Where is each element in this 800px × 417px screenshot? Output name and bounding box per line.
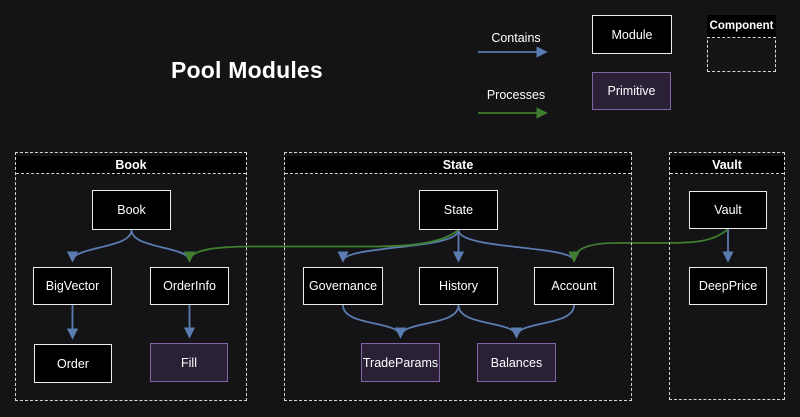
node-balances: Balances: [477, 343, 556, 382]
container-vault: Vault: [669, 152, 785, 400]
container-vault-header: Vault: [670, 156, 784, 174]
legend-primitive-node: Primitive: [592, 72, 671, 110]
node-state: State: [419, 190, 498, 230]
node-book: Book: [92, 190, 171, 230]
node-governance: Governance: [303, 267, 383, 305]
node-fill: Fill: [150, 343, 228, 382]
node-tradeparams: TradeParams: [361, 343, 440, 382]
legend-component-node: Component: [707, 15, 776, 72]
node-deepprice: DeepPrice: [689, 267, 767, 305]
node-orderinfo: OrderInfo: [150, 267, 229, 305]
legend-component-label: Component: [707, 15, 776, 38]
legend-processes-label: Processes: [486, 88, 546, 102]
container-book: Book: [15, 152, 247, 401]
node-bigvector: BigVector: [33, 267, 112, 305]
legend-contains-label: Contains: [491, 31, 541, 45]
container-book-header: Book: [16, 156, 246, 174]
legend-module-node: Module: [592, 15, 672, 54]
node-vault: Vault: [689, 191, 767, 229]
container-state-header: State: [285, 156, 631, 174]
container-state: State: [284, 152, 632, 401]
node-history: History: [419, 267, 498, 305]
node-order: Order: [34, 344, 112, 383]
page-title: Pool Modules: [171, 57, 323, 83]
node-account: Account: [534, 267, 614, 305]
